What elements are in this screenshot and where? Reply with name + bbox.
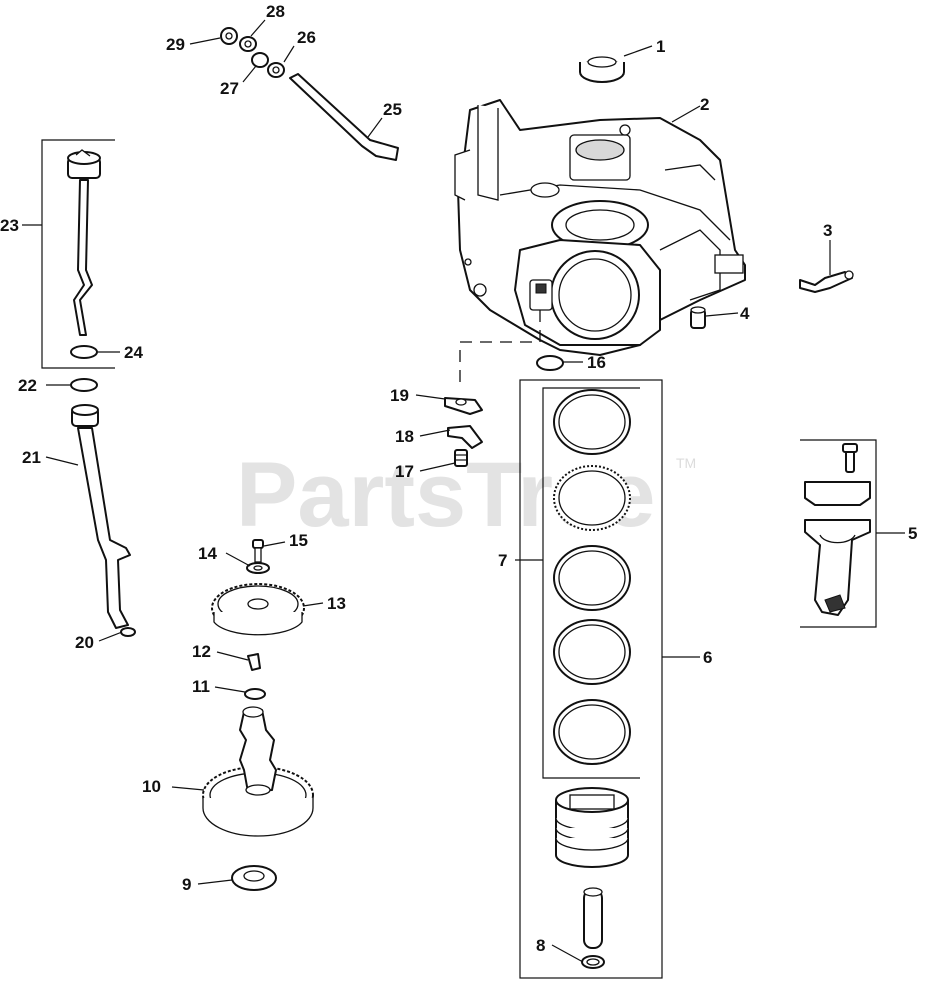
piston-part[interactable] <box>555 787 629 868</box>
callout-6: 6 <box>703 648 712 667</box>
clip-part[interactable] <box>444 397 483 415</box>
callout-15: 15 <box>289 531 308 550</box>
connecting-rod-part[interactable] <box>804 443 871 616</box>
callout-10: 10 <box>142 777 161 796</box>
screw-17-part[interactable] <box>454 449 468 467</box>
callout-13: 13 <box>327 594 346 613</box>
piston-ring-3[interactable] <box>553 545 631 611</box>
washer-28-part[interactable] <box>239 36 257 52</box>
washer-14-part[interactable] <box>246 562 270 574</box>
dipstick-tube-part[interactable] <box>71 404 131 629</box>
callout-27: 27 <box>220 79 239 98</box>
breather-tube-part[interactable] <box>799 270 854 293</box>
callout-19: 19 <box>390 386 409 405</box>
callout-12: 12 <box>192 642 211 661</box>
pin-retainer-part[interactable] <box>581 955 605 969</box>
o-ring-20-part[interactable] <box>120 627 136 637</box>
callout-11: 11 <box>192 677 210 696</box>
washer-26-part[interactable] <box>267 62 285 78</box>
callout-4: 4 <box>740 304 750 323</box>
screw-15-part[interactable] <box>252 539 264 563</box>
callout-9: 9 <box>182 875 191 894</box>
callout-24: 24 <box>124 343 143 362</box>
callout-7: 7 <box>498 551 507 570</box>
camshaft-part[interactable] <box>202 706 314 837</box>
crankcase-part[interactable] <box>454 99 746 356</box>
governor-gear-part[interactable] <box>211 583 305 636</box>
callout-18: 18 <box>395 427 414 446</box>
callout-1: 1 <box>656 37 665 56</box>
ring-set-bracket <box>542 387 640 779</box>
callout-23: 23 <box>0 216 19 235</box>
callout-14: 14 <box>198 544 217 563</box>
callout-25: 25 <box>383 100 402 119</box>
callout-8: 8 <box>536 936 545 955</box>
callout-26: 26 <box>297 28 316 47</box>
dowel-pin-part[interactable] <box>690 306 706 329</box>
o-ring-11-part[interactable] <box>244 688 266 700</box>
dipstick-part[interactable] <box>67 149 101 336</box>
key-12-part[interactable] <box>247 653 261 671</box>
callout-28: 28 <box>266 2 285 21</box>
seal-part[interactable] <box>579 56 625 83</box>
piston-assembly-box <box>519 379 663 979</box>
callout-3: 3 <box>823 221 832 240</box>
plug-part[interactable] <box>536 355 564 371</box>
callout-22: 22 <box>18 376 37 395</box>
leader-lines <box>22 19 905 963</box>
thrust-washer-part[interactable] <box>231 865 277 891</box>
nut-29-part[interactable] <box>220 27 238 45</box>
bracket-part[interactable] <box>447 425 483 449</box>
callout-21: 21 <box>22 448 41 467</box>
piston-ring-5[interactable] <box>553 699 631 765</box>
watermark-trademark: TM <box>676 455 696 471</box>
o-ring-22-part[interactable] <box>70 378 98 392</box>
governor-shaft-part[interactable] <box>289 73 399 161</box>
dipstick-bracket <box>41 139 115 369</box>
dashed-connector <box>459 310 541 390</box>
piston-ring-1[interactable] <box>553 389 631 455</box>
callout-2: 2 <box>700 95 709 114</box>
callout-17: 17 <box>395 462 414 481</box>
piston-ring-2[interactable] <box>553 465 631 531</box>
callout-29: 29 <box>166 35 185 54</box>
callout-16: 16 <box>587 353 606 372</box>
callout-20: 20 <box>75 633 94 652</box>
callout-5: 5 <box>908 524 917 543</box>
washer-27-part[interactable] <box>251 52 269 68</box>
piston-ring-4[interactable] <box>553 619 631 685</box>
piston-pin-part[interactable] <box>583 887 603 949</box>
o-ring-24-part[interactable] <box>70 345 98 359</box>
